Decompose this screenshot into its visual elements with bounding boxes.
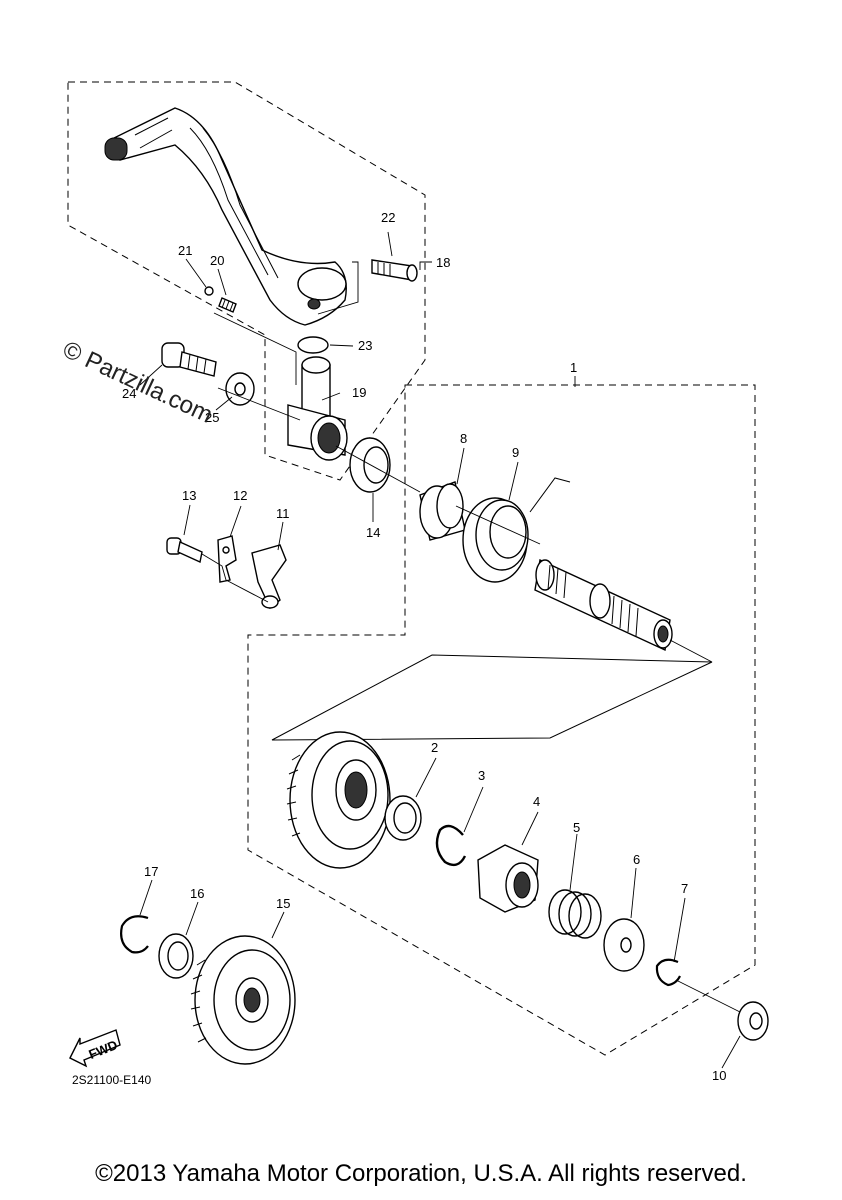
copyright-notice: ©2013 Yamaha Motor Corporation, U.S.A. A… (95, 1160, 747, 1187)
circlip-3 (435, 824, 467, 867)
circlip-23 (297, 336, 329, 354)
callout-12: 12 (233, 488, 247, 503)
washer-6 (603, 918, 645, 972)
ratchet-wheel-4 (477, 844, 539, 913)
washer-2 (384, 795, 422, 841)
callout-10: 10 (712, 1068, 726, 1083)
idler-gear-15 (190, 935, 296, 1065)
kick-crank-lever (104, 107, 347, 326)
ball-21 (204, 286, 214, 296)
callout-4: 4 (533, 794, 540, 809)
reference-outline (271, 654, 713, 741)
washer-16 (158, 933, 194, 979)
callout-22: 22 (381, 210, 395, 225)
washer-25 (225, 372, 255, 406)
callout-16: 16 (190, 886, 204, 901)
kick-shaft-group-outline (247, 384, 756, 1056)
collar-8 (419, 481, 466, 541)
callout-14: 14 (366, 525, 380, 540)
kick-crank-group-outline (67, 81, 426, 481)
callout-8: 8 (460, 431, 467, 446)
circlip-7 (655, 958, 681, 987)
callout-6: 6 (633, 852, 640, 867)
kick-shaft (534, 558, 673, 652)
callout-25: 25 (205, 410, 219, 425)
callout-9: 9 (512, 445, 519, 460)
callout-15: 15 (276, 896, 290, 911)
callout-20: 20 (210, 253, 224, 268)
kick-gear (286, 731, 391, 869)
bolt-24 (161, 342, 217, 377)
callout-3: 3 (478, 768, 485, 783)
callout-19: 19 (352, 385, 366, 400)
callout-2: 2 (431, 740, 438, 755)
plate-12 (217, 535, 237, 583)
circlip-17 (120, 915, 149, 954)
bolt-22 (371, 259, 418, 282)
torsion-spring-9 (462, 477, 571, 583)
callout-23: 23 (358, 338, 372, 353)
callout-18: 18 (436, 255, 450, 270)
callout-7: 7 (681, 881, 688, 896)
callout-5: 5 (573, 820, 580, 835)
stopper-guide-11 (251, 544, 287, 610)
callout-1: 1 (570, 360, 577, 375)
leader-lines (139, 231, 741, 1069)
spring-5 (548, 889, 602, 939)
callout-17: 17 (144, 864, 158, 879)
fwd-arrow (69, 1029, 121, 1068)
diagram-code: 2S21100-E140 (72, 1073, 152, 1087)
callout-21: 21 (178, 243, 192, 258)
kick-boss-19 (287, 356, 348, 461)
oil-seal-14 (349, 437, 391, 493)
callout-24: 24 (122, 386, 136, 401)
callout-11: 11 (276, 506, 290, 521)
bolt-13 (166, 537, 203, 564)
washer-10 (737, 1001, 769, 1041)
spring-20 (218, 297, 237, 313)
callout-13: 13 (182, 488, 196, 503)
